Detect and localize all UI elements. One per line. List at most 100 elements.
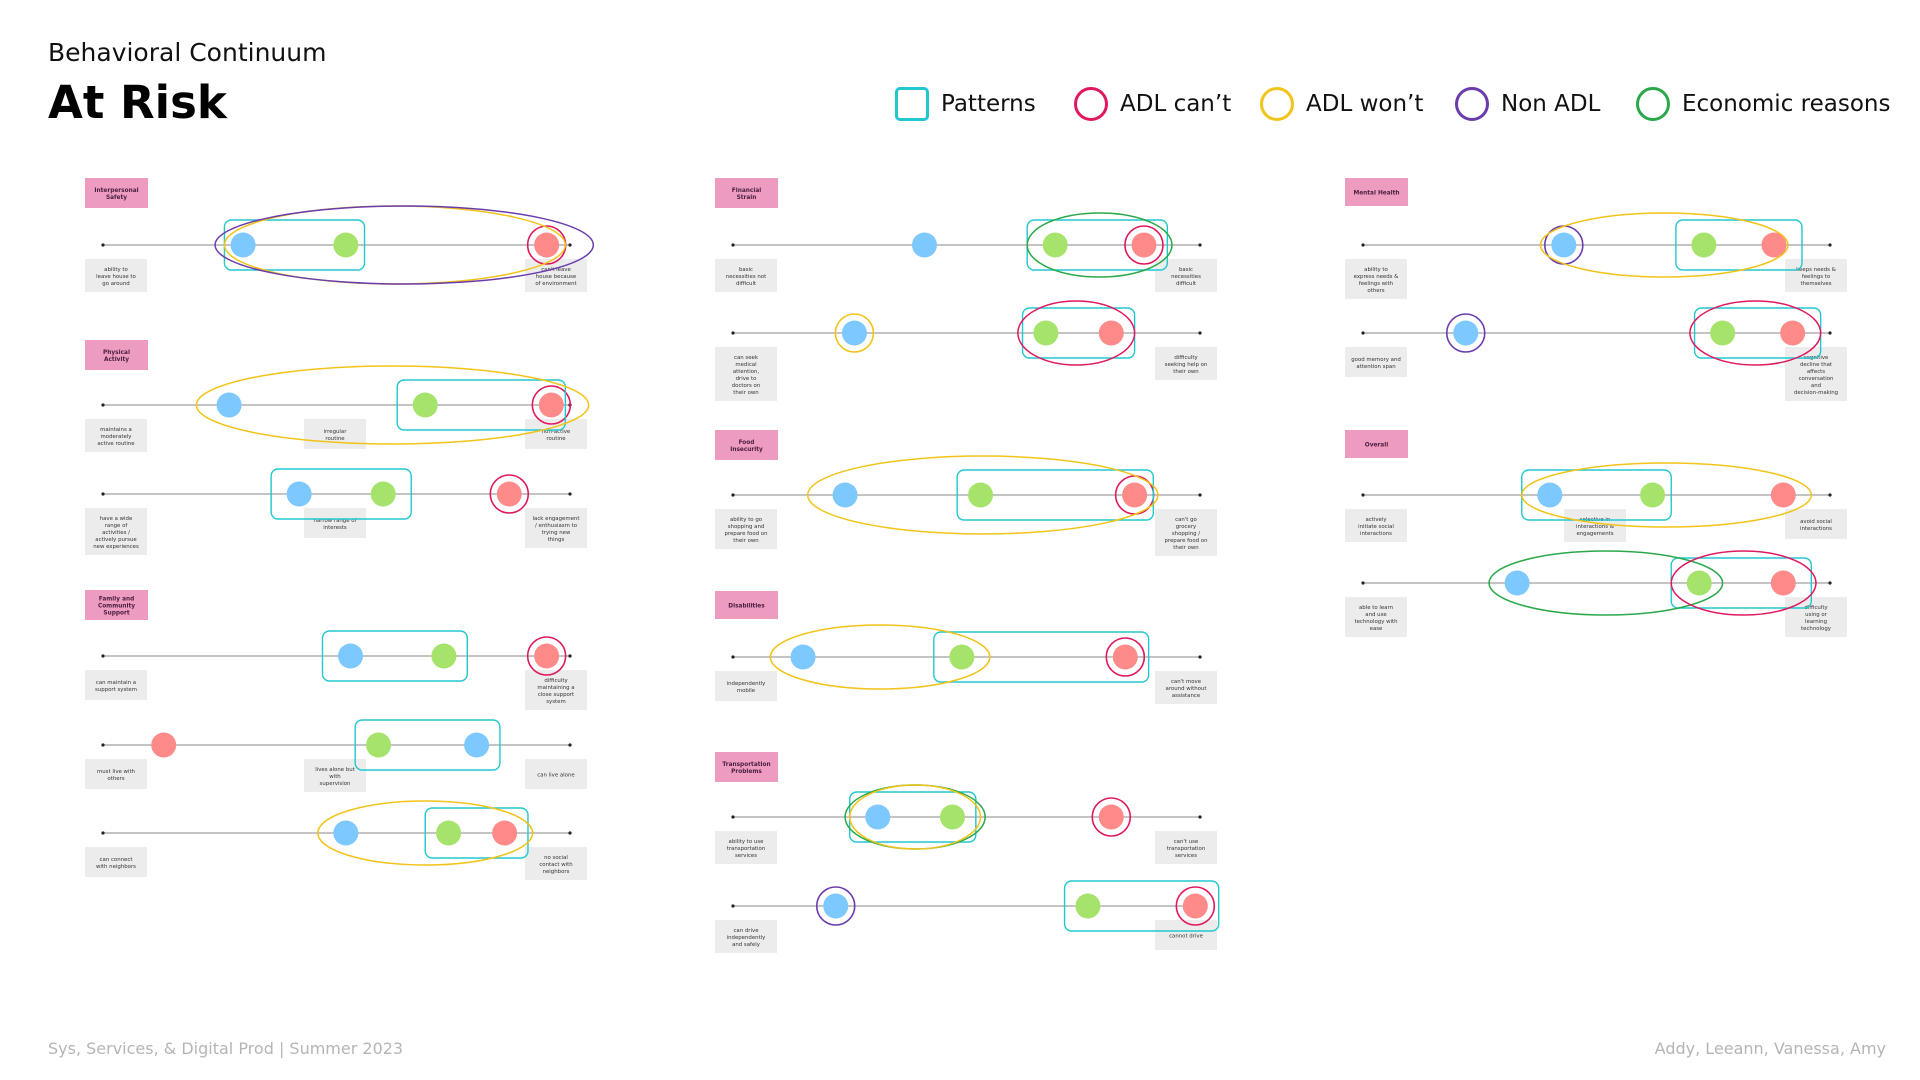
green-dot (366, 732, 392, 758)
left-note-bg (85, 670, 147, 700)
line-endpoint (1828, 331, 1832, 335)
line-endpoint (1828, 581, 1832, 585)
left-note-bg (715, 671, 777, 701)
patterns-box (956, 469, 1154, 521)
non-adl-legend-label: Non ADL (1501, 91, 1601, 117)
page-title: At Risk (48, 76, 227, 129)
line-endpoint (568, 654, 572, 658)
right-note-bg (1785, 259, 1847, 292)
left-note-bg (85, 419, 147, 452)
red-dot (1122, 482, 1148, 508)
patterns-box (424, 807, 529, 859)
left-note-bg (85, 759, 147, 789)
line-endpoint (101, 243, 105, 247)
line-endpoint (731, 493, 735, 497)
red-dot (538, 392, 564, 418)
wont-ellipse (1539, 212, 1789, 278)
right-note: cannot drive (1169, 934, 1204, 940)
green-dot (1686, 570, 1712, 596)
wont-ellipse (1521, 462, 1813, 528)
line-endpoint (731, 655, 735, 659)
adl-cant-legend-icon (1074, 87, 1108, 121)
blue-dot (1551, 232, 1577, 258)
line-endpoint (101, 743, 105, 747)
page-subtitle: Behavioral Continuum (48, 38, 327, 67)
red-dot (496, 481, 522, 507)
non-ring (815, 886, 856, 926)
category-tag-bg (715, 591, 778, 619)
category-tag-bg (85, 340, 148, 370)
can-ellipse (1670, 550, 1817, 616)
red-dot (1770, 482, 1796, 508)
can-ellipse (1689, 300, 1822, 366)
right-note-bg (1155, 509, 1217, 556)
economic-legend-icon (1636, 87, 1670, 121)
right-note-bg (1155, 920, 1217, 950)
patterns-box (270, 468, 412, 520)
wont-ellipse (806, 455, 1159, 535)
blue-dot (1504, 570, 1530, 596)
red-dot (1770, 570, 1796, 596)
green-dot (370, 481, 396, 507)
wont-ring (834, 313, 875, 353)
wont-ellipse (769, 624, 991, 690)
line-endpoint (1198, 815, 1202, 819)
line-endpoint (731, 243, 735, 247)
category-tag: Disabilities (728, 604, 765, 610)
line-endpoint (1198, 243, 1202, 247)
blue-dot (1537, 482, 1563, 508)
line-endpoint (1361, 581, 1365, 585)
line-endpoint (1198, 493, 1202, 497)
patterns-box (321, 630, 468, 682)
left-note-bg (1345, 347, 1407, 377)
line-endpoint (568, 831, 572, 835)
line-endpoint (568, 743, 572, 747)
adl-cant-legend-label: ADL can’t (1120, 91, 1232, 117)
line-endpoint (101, 492, 105, 496)
wont-ellipse (849, 784, 982, 850)
can-ring (1124, 225, 1164, 265)
green-dot (939, 804, 965, 830)
left-note-bg (715, 347, 777, 401)
footer-authors: Addy, Leeann, Vanessa, Amy (1654, 1039, 1886, 1058)
green-dot (412, 392, 438, 418)
left-note-bg (85, 508, 147, 555)
economic-legend-label: Economic reasons (1682, 91, 1891, 117)
blue-dot (790, 644, 816, 670)
blue-dot (464, 732, 490, 758)
patterns-box (1063, 880, 1220, 932)
legend-economic: Economic reasons (1636, 84, 1890, 124)
line-endpoint (1198, 331, 1202, 335)
legend-adl-wont: ADL won’t (1260, 84, 1423, 124)
green-dot (1042, 232, 1068, 258)
econ-ellipse (1026, 212, 1173, 278)
right-note-bg (525, 259, 587, 292)
category-tag-bg (715, 430, 778, 460)
line-endpoint (568, 492, 572, 496)
red-dot (1761, 232, 1787, 258)
red-dot (1098, 320, 1124, 346)
blue-dot (338, 643, 364, 669)
right-note-bg (525, 759, 587, 789)
line-endpoint (568, 243, 572, 247)
right-note-bg (1155, 259, 1217, 292)
blue-dot (216, 392, 242, 418)
category-tag-bg (85, 590, 148, 620)
